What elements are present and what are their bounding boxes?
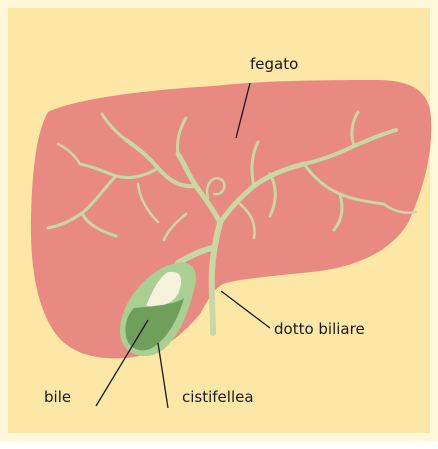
label-bile: bile <box>44 390 71 405</box>
label-bile-duct: dotto biliare <box>274 322 365 337</box>
liver-shape <box>31 80 431 358</box>
label-gallbladder: cistifellea <box>182 390 254 405</box>
liver-diagram <box>8 8 438 449</box>
label-liver: fegato <box>250 57 298 72</box>
